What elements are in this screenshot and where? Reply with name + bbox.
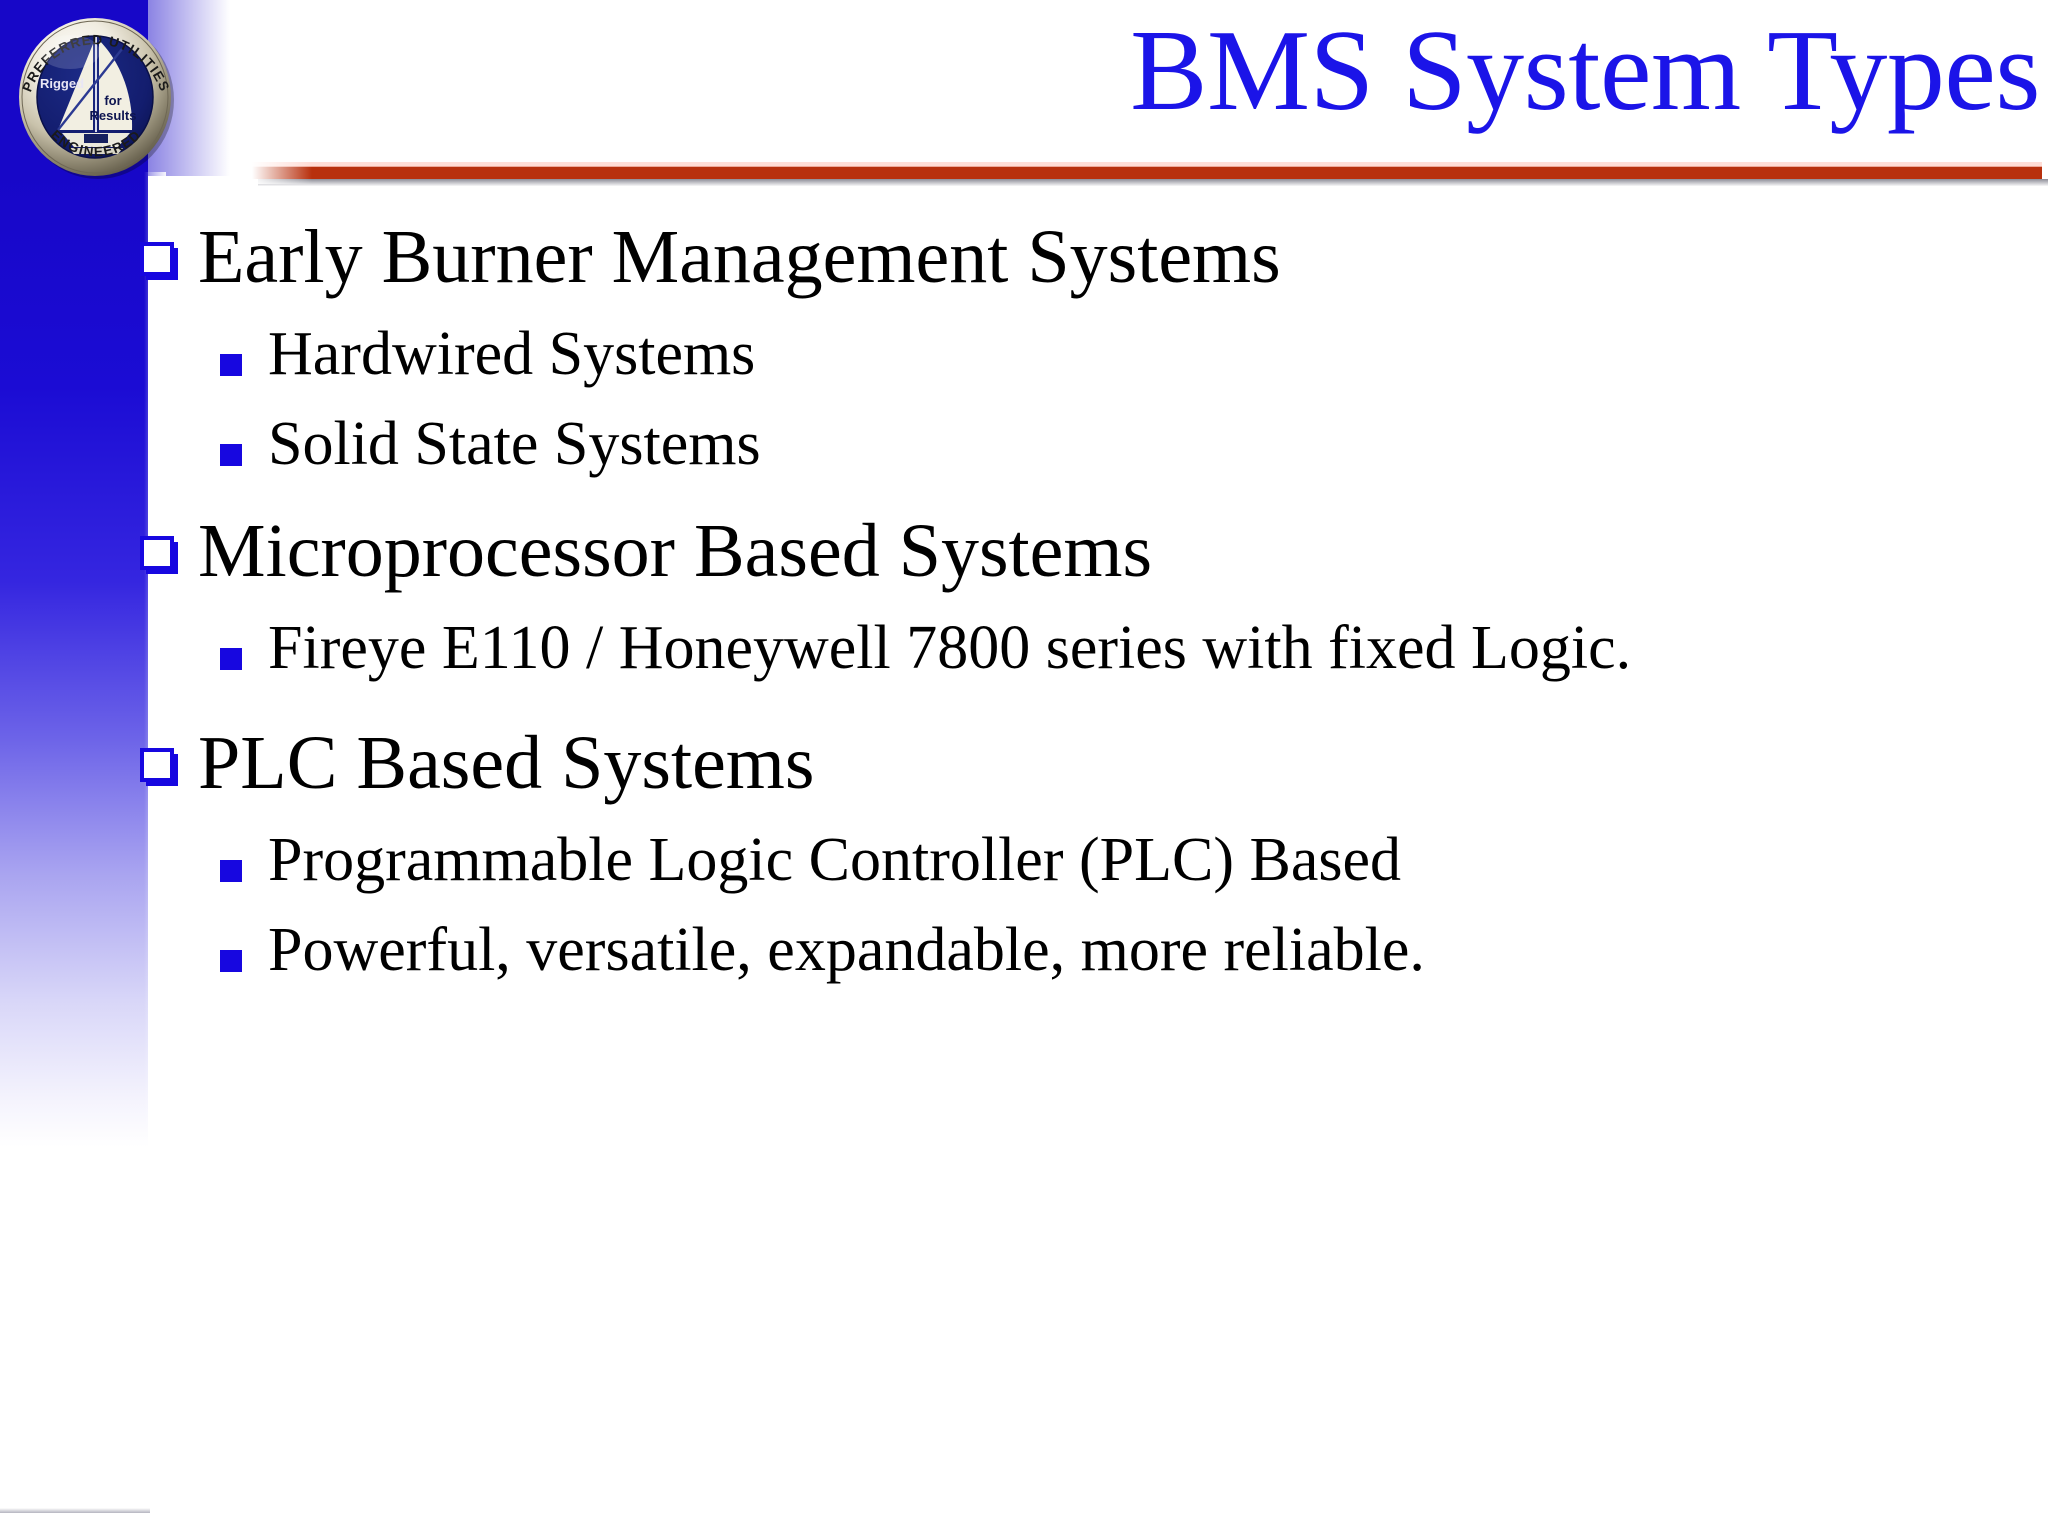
hollow-square-bullet-icon [140, 716, 198, 786]
bullet-text: PLC Based Systems [198, 721, 815, 805]
bullet-text: Microprocessor Based Systems [198, 509, 1153, 593]
hollow-square-bullet-icon [140, 210, 198, 280]
left-gradient-bar [0, 172, 148, 1147]
bullet-item-level2: Powerful, versatile, expandable, more re… [140, 906, 2020, 994]
spacer [140, 490, 2020, 504]
solid-square-bullet-icon [140, 400, 268, 466]
bullet-text: Powerful, versatile, expandable, more re… [268, 916, 1425, 984]
hollow-square-bullet-icon [140, 504, 198, 574]
svg-text:Results: Results [90, 108, 137, 123]
bullet-item-level2: Hardwired Systems [140, 310, 2020, 398]
solid-square-bullet-icon [140, 816, 268, 882]
bullet-item-level1: Early Burner Management Systems [140, 210, 2020, 304]
solid-square-bullet-icon [140, 310, 268, 376]
bullet-text: Programmable Logic Controller (PLC) Base… [268, 826, 1401, 894]
solid-square-bullet-icon [140, 906, 268, 972]
bullet-item-level2: Solid State Systems [140, 400, 2020, 488]
title-divider-rule [252, 160, 2048, 186]
title-rule-highlight [252, 162, 2042, 167]
svg-text:Rigged: Rigged [40, 76, 84, 91]
title-rule-bar [252, 166, 2042, 179]
title-rule-left-fade [252, 160, 312, 184]
solid-square-bullet-icon [140, 604, 268, 670]
slide-body: Early Burner Management Systems Hardwire… [140, 210, 2020, 996]
left-bar-footer-shadow [0, 1508, 150, 1513]
title-rule-shadow [258, 179, 2048, 186]
spacer [140, 694, 2020, 716]
bullet-text: Fireye E110 / Honeywell 7800 series with… [268, 614, 1632, 682]
bullet-item-level2: Fireye E110 / Honeywell 7800 series with… [140, 604, 2020, 692]
svg-text:for: for [104, 93, 121, 108]
bullet-text: Early Burner Management Systems [198, 215, 1281, 299]
bullet-text: Solid State Systems [268, 410, 761, 478]
slide-title: BMS System Types [1130, 7, 2040, 135]
left-gradient-bar-edge [144, 172, 166, 1157]
preferred-utilities-seal-logo: Rigged for Results PREFERRED UTILITIES E… [6, 4, 186, 190]
bullet-text: Hardwired Systems [268, 320, 756, 388]
bullet-item-level1: Microprocessor Based Systems [140, 504, 2020, 598]
bullet-item-level1: PLC Based Systems [140, 716, 2020, 810]
bullet-item-level2: Programmable Logic Controller (PLC) Base… [140, 816, 2020, 904]
